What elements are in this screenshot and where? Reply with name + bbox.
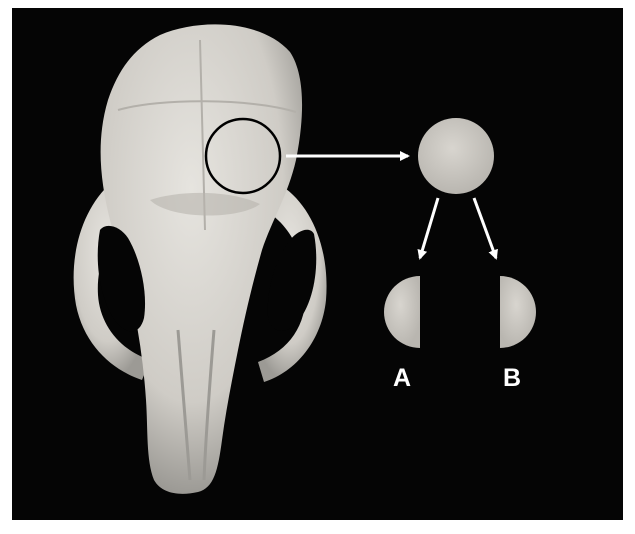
panel-label-a: A	[393, 366, 411, 391]
excised-disc	[418, 118, 494, 194]
panel-label-b: B	[503, 366, 521, 391]
